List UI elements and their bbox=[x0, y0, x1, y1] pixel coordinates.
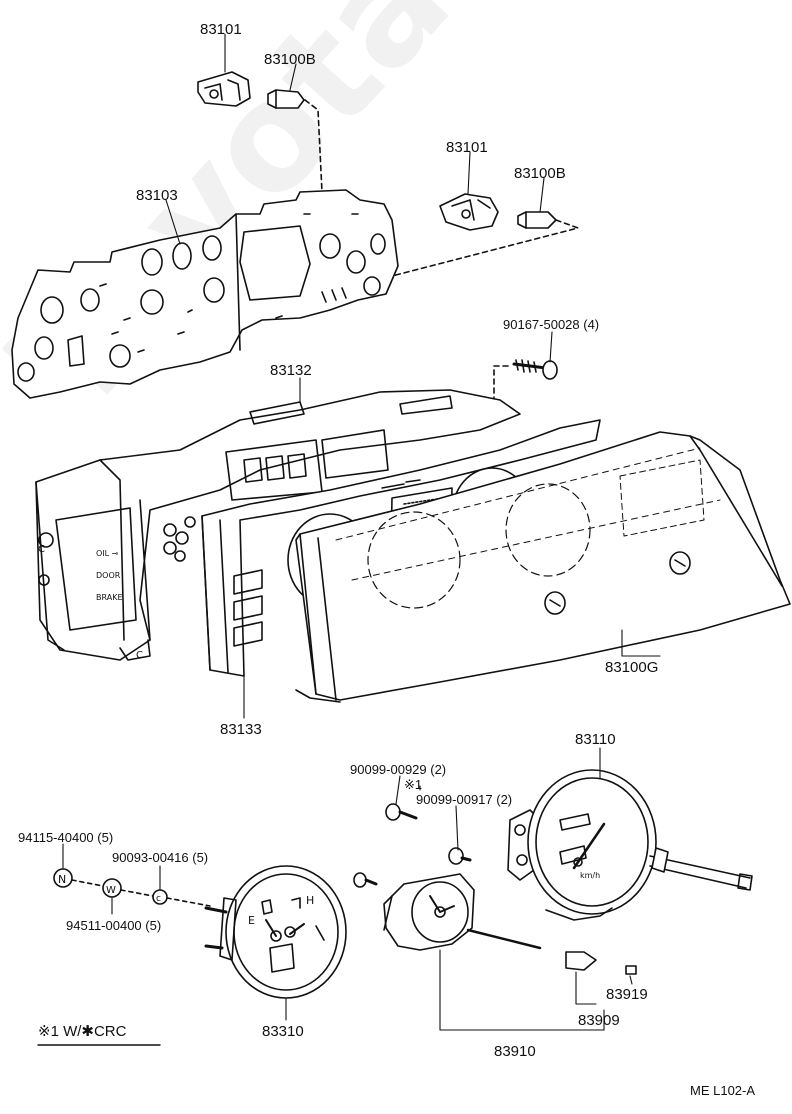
washer-94511-00400: W bbox=[102, 878, 122, 898]
speedometer-83110: km/h bbox=[507, 769, 753, 921]
label-94115-40400: 94115-40400 (5) bbox=[18, 830, 114, 845]
label-83110: 83110 bbox=[575, 731, 616, 748]
label-90167-50028: 90167-50028 (4) bbox=[503, 317, 600, 332]
leader-dashed-bulb-right bbox=[391, 219, 579, 277]
svg-text:H: H bbox=[306, 894, 314, 907]
clock-83910 bbox=[383, 873, 542, 951]
gauge-83310: H E bbox=[204, 865, 347, 999]
svg-text:c: c bbox=[156, 894, 161, 904]
label-83910: 83910 bbox=[494, 1043, 536, 1060]
housing-83132: OIL ⊸ DOOR BRAKE C C bbox=[35, 389, 521, 661]
screw-90099-00929 bbox=[385, 803, 418, 821]
leader-dashed-bulb-top bbox=[304, 99, 323, 193]
lens-83100g bbox=[295, 431, 791, 703]
screw-small-center bbox=[353, 872, 378, 888]
leader-dashed-fasteners bbox=[71, 879, 211, 907]
label-note-mark: ※1 bbox=[404, 777, 423, 792]
label-90099-00917: 90099-00917 (2) bbox=[416, 792, 513, 807]
svg-text:E: E bbox=[248, 914, 255, 927]
label-83909: 83909 bbox=[578, 1012, 620, 1029]
label-83103: 83103 bbox=[136, 187, 178, 204]
label-83100b-top: 83100B bbox=[264, 51, 316, 68]
leader-lines bbox=[62, 33, 661, 1031]
label-83101-top: 83101 bbox=[200, 21, 242, 38]
bulb-83100b-right bbox=[517, 211, 557, 229]
screw-90099-00917 bbox=[448, 847, 472, 865]
label-83919: 83919 bbox=[606, 986, 648, 1003]
svg-text:OIL ⊸: OIL ⊸ bbox=[96, 549, 119, 558]
label-94511-00400: 94511-00400 (5) bbox=[66, 918, 162, 933]
footer-code: ME L102-A bbox=[690, 1083, 756, 1098]
leader-dashed-screw bbox=[493, 365, 509, 413]
label-90099-00929: 90099-00929 (2) bbox=[350, 762, 447, 777]
socket-83101-right bbox=[439, 193, 499, 231]
nut-94115-40400: N bbox=[53, 868, 73, 888]
svg-text:BRAKE: BRAKE bbox=[96, 593, 123, 602]
screw-90167-50028 bbox=[512, 359, 558, 380]
svg-text:N: N bbox=[58, 873, 66, 886]
label-83100g: 83100G bbox=[605, 659, 659, 676]
label-83101-right: 83101 bbox=[446, 139, 488, 156]
svg-text:C: C bbox=[38, 544, 45, 555]
clock-socket-83909 bbox=[565, 951, 597, 971]
label-90093-00416: 90093-00416 (5) bbox=[112, 850, 209, 865]
circuit-plate-83103 bbox=[11, 189, 399, 399]
svg-text:C: C bbox=[136, 650, 143, 661]
label-83132: 83132 bbox=[270, 362, 312, 379]
svg-text:km/h: km/h bbox=[580, 871, 600, 880]
label-83310: 83310 bbox=[262, 1023, 304, 1040]
socket-83101-top bbox=[197, 71, 251, 107]
label-83133: 83133 bbox=[220, 721, 262, 738]
clock-bulb-83919 bbox=[625, 965, 637, 975]
label-83100b-right: 83100B bbox=[514, 165, 566, 182]
bulb-83100b-top bbox=[267, 89, 305, 109]
svg-text:W: W bbox=[106, 885, 116, 896]
svg-text:DOOR: DOOR bbox=[96, 571, 121, 580]
legend-note: ※1 W/✱CRC bbox=[38, 1023, 127, 1040]
nut-90093-00416: c bbox=[152, 889, 168, 905]
